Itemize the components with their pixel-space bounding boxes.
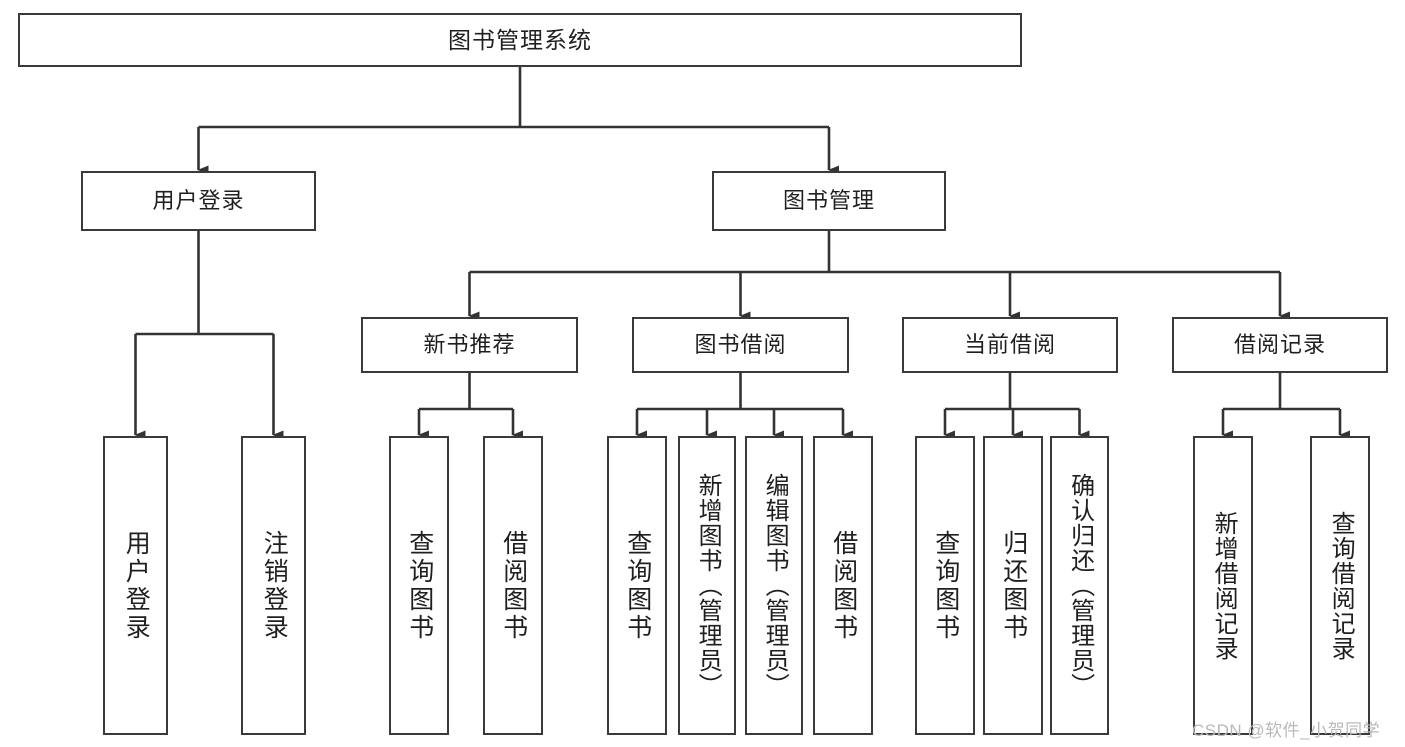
- node-label: 图书借阅: [694, 332, 787, 357]
- node-leaf-query-book-3[interactable]: 查询图书: [915, 436, 975, 735]
- node-label: 用户登录: [122, 529, 151, 642]
- node-label: 图书管理: [782, 188, 875, 213]
- node-new-book-rec[interactable]: 新书推荐: [361, 317, 578, 373]
- node-leaf-borrow-book-2[interactable]: 借阅图书: [813, 436, 873, 735]
- node-label: 注销登录: [260, 529, 289, 642]
- node-label: 新增图书（管理员）: [694, 473, 722, 698]
- node-label: 借阅记录: [1233, 332, 1326, 357]
- node-book-manage[interactable]: 图书管理: [712, 171, 946, 231]
- node-label: 查询图书: [623, 529, 652, 642]
- node-leaf-query-book-2[interactable]: 查询图书: [607, 436, 667, 735]
- edge-paths: [134, 67, 1350, 440]
- node-leaf-query-record[interactable]: 查询借阅记录: [1310, 436, 1370, 735]
- node-label: 查询图书: [931, 529, 960, 642]
- node-user-login[interactable]: 用户登录: [81, 171, 316, 231]
- node-label: 图书管理系统: [448, 26, 592, 53]
- node-label: 查询借阅记录: [1327, 510, 1355, 661]
- node-book-borrow[interactable]: 图书借阅: [632, 317, 849, 373]
- node-leaf-query-book-1[interactable]: 查询图书: [389, 436, 449, 735]
- node-leaf-add-record[interactable]: 新增借阅记录: [1193, 436, 1253, 735]
- node-current-borrow[interactable]: 当前借阅: [902, 317, 1118, 373]
- node-root[interactable]: 图书管理系统: [18, 13, 1022, 67]
- node-leaf-edit-book[interactable]: 编辑图书（管理员）: [745, 436, 803, 735]
- node-label: 借阅图书: [499, 529, 528, 642]
- node-leaf-user-login[interactable]: 用户登录: [103, 436, 168, 735]
- node-label: 新书推荐: [423, 332, 516, 357]
- node-leaf-confirm-return[interactable]: 确认归还（管理员）: [1050, 436, 1109, 735]
- node-leaf-add-book[interactable]: 新增图书（管理员）: [678, 436, 736, 735]
- watermark-csdn: CSDN @软件_小贺同学: [1192, 721, 1381, 740]
- node-borrow-record[interactable]: 借阅记录: [1172, 317, 1388, 373]
- node-label: 借阅图书: [829, 529, 858, 642]
- node-leaf-borrow-book-1[interactable]: 借阅图书: [483, 436, 543, 735]
- node-label: 当前借阅: [963, 332, 1056, 357]
- node-leaf-return-book[interactable]: 归还图书: [983, 436, 1043, 735]
- node-label: 查询图书: [405, 529, 434, 642]
- node-label: 编辑图书（管理员）: [761, 473, 789, 698]
- node-label: 新增借阅记录: [1210, 510, 1238, 661]
- node-label: 用户登录: [152, 188, 245, 213]
- node-label: 归还图书: [999, 529, 1028, 642]
- node-leaf-user-logout[interactable]: 注销登录: [241, 436, 306, 735]
- node-label: 确认归还（管理员）: [1066, 473, 1094, 698]
